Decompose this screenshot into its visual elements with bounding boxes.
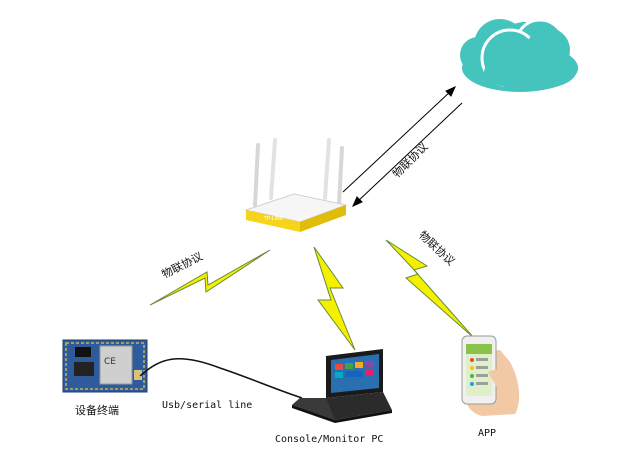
device-terminal-label: 设备终端 bbox=[75, 404, 119, 417]
svg-text:TP-LINK: TP-LINK bbox=[263, 216, 284, 222]
lightning-right bbox=[385, 239, 475, 339]
app-label: APP bbox=[478, 428, 497, 439]
console-monitor-pc-label: Console/Monitor PC bbox=[275, 434, 384, 445]
svg-text:CE: CE bbox=[104, 357, 116, 367]
cloud-icon bbox=[460, 18, 578, 92]
device-terminal-icon: CE bbox=[62, 339, 148, 393]
router-icon: TP-LINK bbox=[244, 138, 348, 232]
lightning-middle bbox=[313, 246, 356, 351]
lightning-left bbox=[149, 249, 271, 306]
laptop-icon bbox=[292, 349, 392, 423]
router-cloud-arrows bbox=[342, 86, 463, 207]
phone-app-icon bbox=[461, 335, 520, 416]
usb-serial-line-label: Usb/serial line bbox=[162, 400, 253, 411]
usb-serial-cable bbox=[139, 357, 303, 399]
